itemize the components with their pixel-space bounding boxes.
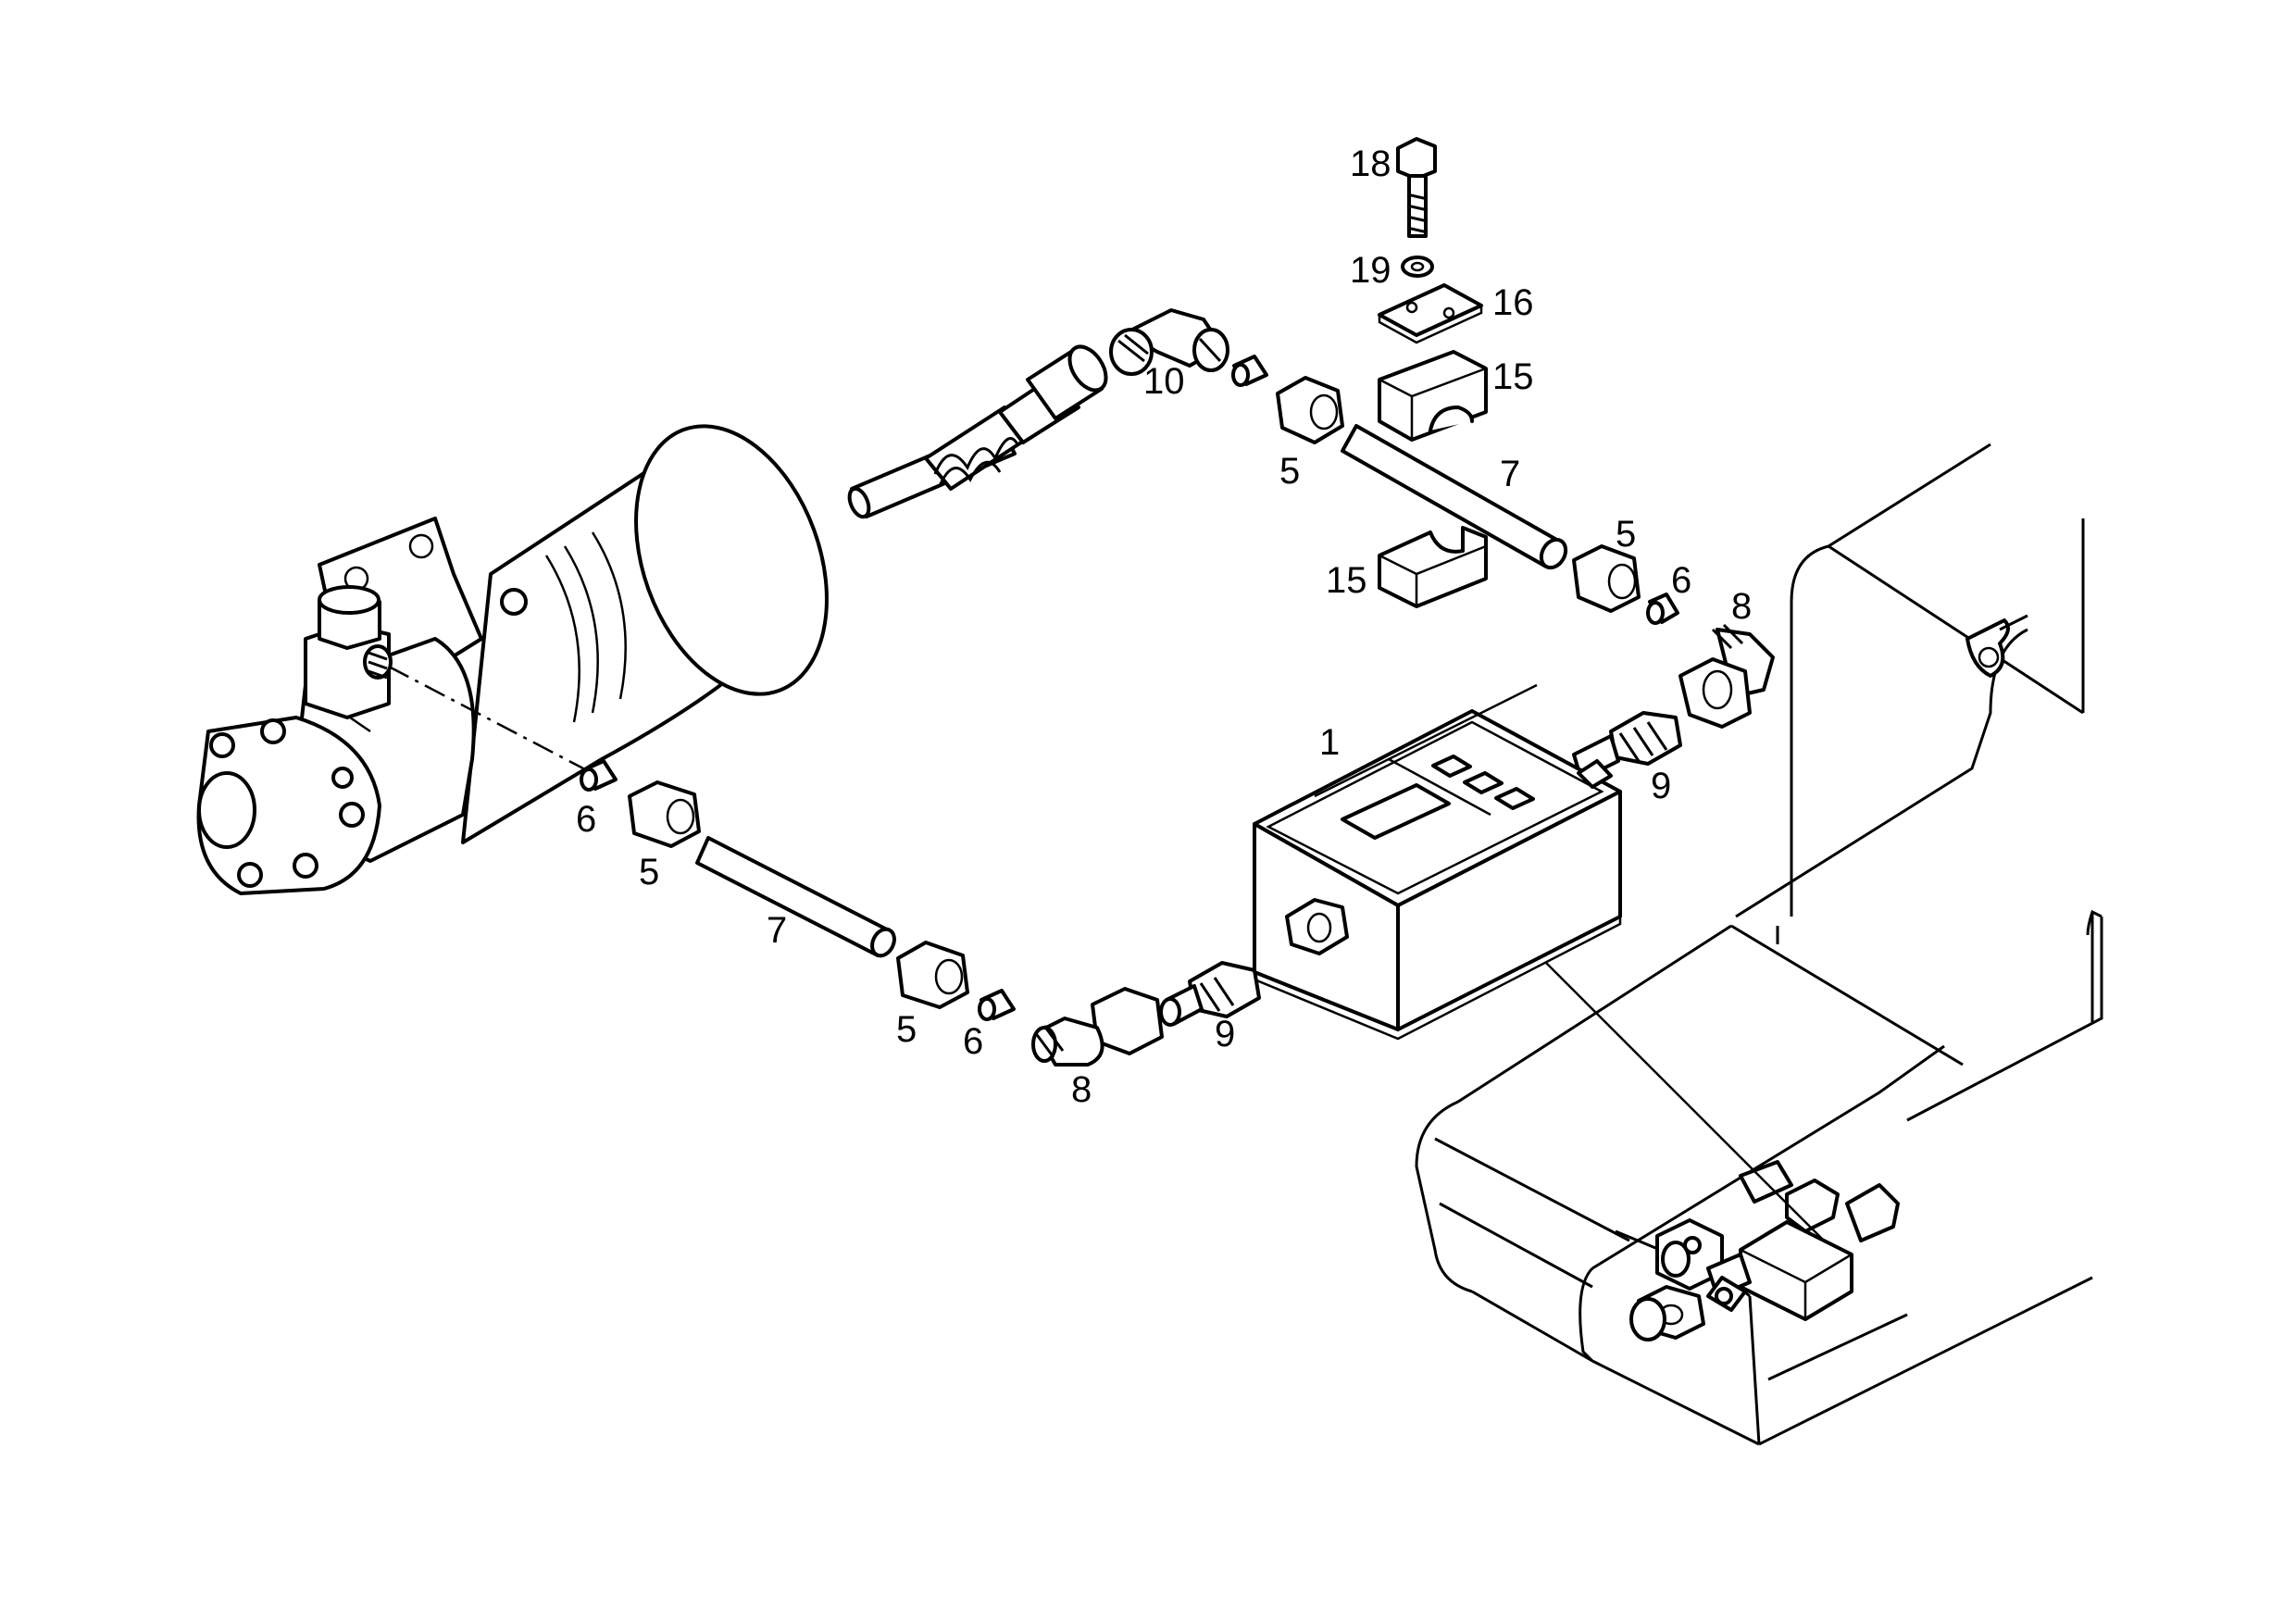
nut-top: [1276, 376, 1344, 444]
label-olive-bottom: 6: [963, 1021, 983, 1062]
label-nut-right: 5: [1616, 514, 1636, 555]
nut-right: [1572, 544, 1641, 613]
label-elbow-bottom: 8: [1071, 1069, 1092, 1110]
label-flowmeter: 1: [1319, 722, 1340, 763]
label-olive-right: 6: [1671, 560, 1691, 601]
label-pipe-top: 7: [1500, 454, 1520, 494]
elbow-fitting-bottom: [1031, 987, 1164, 1067]
nut-bottom: [896, 941, 969, 1009]
label-clamp-upper: 15: [1492, 356, 1534, 397]
label-nut-left: 5: [639, 852, 659, 892]
clamp-plate: [1378, 283, 1483, 344]
location-leader-line: [1545, 962, 1825, 1241]
union-fitting-bottom: [1159, 961, 1261, 1027]
label-nut-bottom: 5: [896, 1009, 917, 1050]
label-washer: 19: [1350, 250, 1391, 291]
label-bolt: 18: [1350, 143, 1391, 184]
label-olive-left: 6: [576, 799, 596, 840]
label-elbow-top: 10: [1143, 361, 1185, 402]
flexible-hose: [847, 344, 1108, 519]
elbow-fitting-right: [1678, 623, 1775, 729]
flow-meter: [1253, 683, 1622, 1041]
olive-right: [1646, 593, 1679, 625]
label-union-bottom: 9: [1215, 1014, 1235, 1054]
pump-motor-assembly: [196, 424, 829, 895]
pipe-bottom: [695, 836, 896, 958]
vehicle-location-view: [1415, 443, 2103, 1446]
elbow-fitting-top: [1109, 308, 1229, 376]
label-clamp-lower: 15: [1326, 560, 1367, 601]
washer: [1401, 256, 1434, 278]
label-plate: 16: [1492, 282, 1534, 323]
bolt: [1396, 137, 1437, 238]
label-pipe-bottom: 7: [767, 910, 787, 951]
label-union-right: 9: [1651, 766, 1671, 806]
label-nut-top: 5: [1279, 451, 1300, 492]
clamp-upper: [1378, 350, 1488, 442]
olive-bottom: [978, 989, 1016, 1021]
olive-top: [1231, 355, 1268, 387]
label-elbow-right: 8: [1731, 586, 1752, 627]
assembly-center-line: [388, 665, 584, 770]
clamp-lower: [1378, 526, 1488, 608]
pipe-top: [1341, 424, 1568, 570]
olive-left: [580, 759, 618, 792]
nut-left: [628, 780, 701, 848]
